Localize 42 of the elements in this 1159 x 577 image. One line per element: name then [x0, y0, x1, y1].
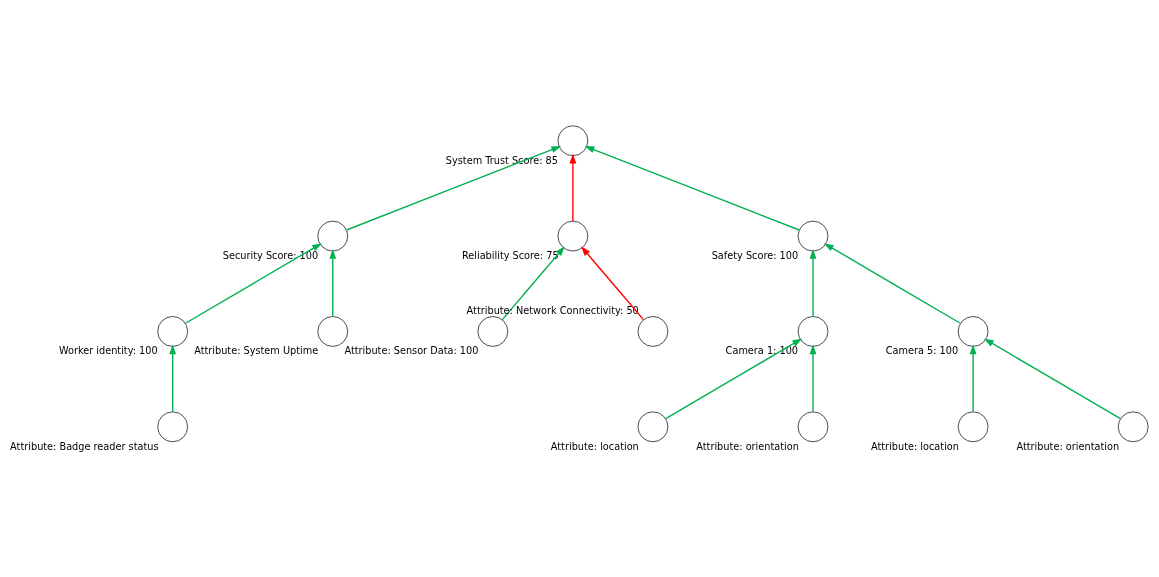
node-circle [317, 220, 349, 251]
arrow [809, 343, 817, 413]
node-circle [477, 315, 509, 347]
arrow [809, 248, 817, 317]
node-label: Camera 5: 100 [885, 344, 959, 356]
arrow [569, 153, 577, 222]
node-circle [957, 411, 989, 442]
node-label: Worker identity: 100 [58, 344, 158, 356]
node-circle [317, 315, 349, 347]
arrow [501, 245, 565, 320]
node-label: Attribute: Badge reader status [10, 440, 159, 452]
node-label: Safety Score: 100 [711, 249, 799, 261]
node-label: Attribute: location [550, 440, 639, 452]
node-label: Attribute: Sensor Data: 100 [344, 344, 479, 356]
node-circle [157, 315, 188, 347]
node-circle [797, 315, 829, 347]
arrow [581, 245, 645, 320]
node-circle [797, 220, 829, 251]
arrow [823, 242, 961, 324]
node-circle [557, 220, 589, 251]
arrow [184, 242, 322, 324]
arrow [983, 338, 1122, 419]
node-label: Attribute: System Uptime [194, 344, 319, 356]
node-label: Reliability Score: 75 [461, 249, 559, 261]
node-label: Attribute: orientation [696, 440, 799, 452]
arrow [584, 145, 800, 231]
arrow [969, 343, 977, 413]
node-circle [957, 315, 989, 347]
node-label: Security Score: 100 [222, 249, 319, 261]
node-circle [557, 124, 589, 156]
node-circle [637, 315, 669, 347]
arrow [345, 145, 562, 231]
node-label: Attribute: orientation [1016, 440, 1120, 452]
arrow [329, 248, 337, 317]
node-circle [1117, 411, 1149, 442]
arrow [665, 338, 803, 419]
node-label: Attribute: location [870, 440, 959, 452]
node-circle [157, 411, 188, 442]
arrow [169, 343, 177, 413]
node-label: Camera 1: 100 [725, 344, 799, 356]
node-circle [637, 411, 669, 442]
node-circle [797, 411, 829, 442]
